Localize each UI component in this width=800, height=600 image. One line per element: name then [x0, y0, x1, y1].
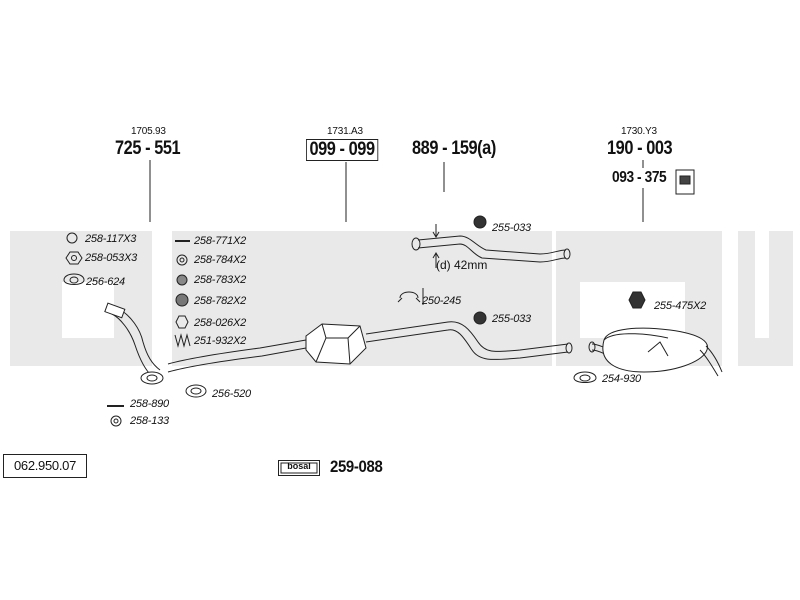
band-cutout: [755, 231, 769, 338]
part-label: 255-033: [492, 313, 531, 325]
cat-detail: [315, 323, 361, 365]
header-ref-2: 1731.A3: [327, 126, 363, 137]
downpipe-flange: [140, 371, 164, 385]
hanger-icon: [473, 215, 487, 229]
gasket-icon: [185, 384, 207, 398]
header-ref-4: 1730.Y3: [621, 126, 657, 137]
part-label: 255-033: [492, 222, 531, 234]
part-label: 258-026X2: [194, 317, 247, 329]
clamp-icon: [397, 291, 421, 303]
nut-icon: [628, 291, 646, 309]
spring-icon: [174, 333, 191, 348]
part-label: 258-783X2: [194, 274, 247, 286]
washer-icon: [176, 254, 188, 266]
washer-icon: [110, 415, 122, 427]
ring-icon: [66, 232, 78, 244]
alt-pipe-end: [411, 237, 421, 251]
part-label: 258-771X2: [194, 235, 247, 247]
intermediate-pipe: [167, 339, 307, 373]
part-label: 258-890: [130, 398, 169, 410]
dimension-arrow: [432, 224, 440, 268]
nut-icon: [175, 293, 189, 307]
brand-part: 259-088: [330, 457, 383, 476]
dimension-label: (d) 42mm: [436, 258, 488, 272]
washer-icon-hole: [113, 418, 119, 424]
header-part-1: 725 - 551: [115, 138, 181, 159]
pipe-end: [565, 342, 573, 354]
part-label: 256-624: [86, 276, 125, 288]
gasket-icon-inner: [190, 387, 202, 395]
part-label: 254-930: [602, 373, 641, 385]
bracket-icon-slot: [679, 175, 691, 185]
silencer-detail: [603, 333, 669, 357]
brand-logo-text: bosal: [287, 461, 311, 471]
part-label: 251-932X2: [194, 335, 247, 347]
part-label: 258-133: [130, 415, 169, 427]
header-part-3: 889 - 159(a): [412, 138, 496, 159]
catalog-ref: 062.950.07: [3, 454, 87, 478]
part-label: 258-782X2: [194, 295, 247, 307]
catalytic-converter: [305, 323, 367, 365]
part-label: 258-053X3: [85, 252, 138, 264]
header-ref-1: 1705.93: [131, 126, 166, 137]
part-label: 258-784X2: [194, 254, 247, 266]
nut-icon-hole: [71, 255, 77, 261]
downpipe-flange-inner: [146, 374, 158, 382]
part-label: 258-117X3: [85, 233, 137, 245]
extra-part: 093 - 375: [612, 169, 667, 186]
rear-silencer: [602, 327, 708, 373]
alt-pipe: [417, 235, 567, 263]
gasket-icon: [573, 371, 597, 383]
nut-icon: [65, 251, 83, 265]
header-part-4: 190 - 003: [607, 138, 673, 159]
washer-icon-hole: [179, 257, 185, 263]
nut-icon: [175, 315, 189, 329]
front-downpipe: [111, 310, 161, 377]
hanger-icon: [473, 311, 487, 325]
part-label: 255-475X2: [654, 300, 707, 312]
flange-icon: [63, 273, 85, 285]
tail-inlet-end: [588, 341, 596, 353]
alt-pipe-end: [563, 248, 571, 260]
part-label: 250-245: [422, 295, 461, 307]
header-part-2: 099 - 099: [306, 139, 379, 161]
front-flange: [104, 302, 126, 319]
tail-pipe: [699, 345, 723, 377]
part-label: 256-520: [212, 388, 251, 400]
nut-icon: [176, 274, 188, 286]
bosal-logo: [278, 460, 320, 476]
centre-pipe: [365, 321, 569, 361]
